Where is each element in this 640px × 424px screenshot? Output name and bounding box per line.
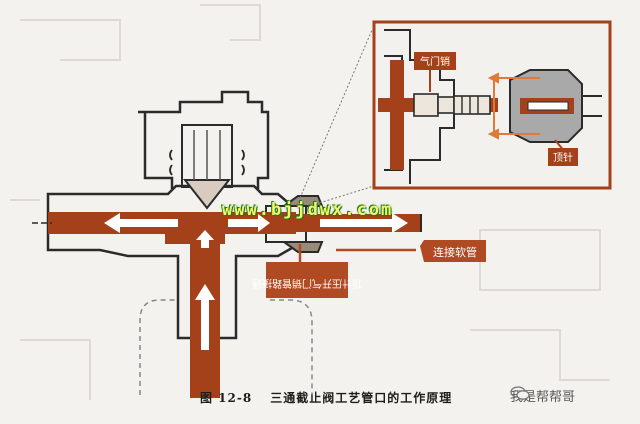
arrow-right [320, 213, 408, 233]
site-watermark: www.bjjdwx.com [222, 200, 394, 220]
callout-texts: 气门销 顶针 连接软管 顶针压开气门销管路接通 [252, 55, 573, 290]
flow-arrows [104, 213, 408, 350]
arrow-up-lower [195, 284, 215, 350]
valve-core-seals [169, 149, 245, 176]
arrow-left [104, 213, 178, 233]
figure-number: 图 12-8 [200, 391, 253, 405]
callout-thimble-box [548, 148, 578, 166]
callout-thimble-open-box [266, 262, 348, 298]
arrow-up-upper [196, 230, 214, 248]
callout-connect-hose-box [420, 240, 486, 262]
inset-detail [372, 20, 612, 190]
valve-core-lines [193, 130, 221, 180]
label-valve-pin: 气门销 [420, 55, 450, 68]
label-thimble-open: 顶针压开气门销管路接通 [252, 277, 362, 290]
label-connect-hose: 连接软管 [433, 245, 477, 259]
wechat-icon [510, 386, 530, 400]
figure-title: 三通截止阀工艺管口的工作原理 [270, 391, 453, 405]
label-thimble: 顶针 [553, 151, 573, 164]
callout-valve-pin-box [414, 52, 456, 70]
callouts [266, 52, 578, 298]
arrow-center-right [228, 214, 270, 232]
figure-caption: 图 12-8 三通截止阀工艺管口的工作原理 [200, 389, 452, 406]
account-watermark: 我是帮帮哥 [510, 386, 575, 405]
lower-body-dashed [139, 299, 313, 395]
zoom-leader [299, 29, 375, 205]
